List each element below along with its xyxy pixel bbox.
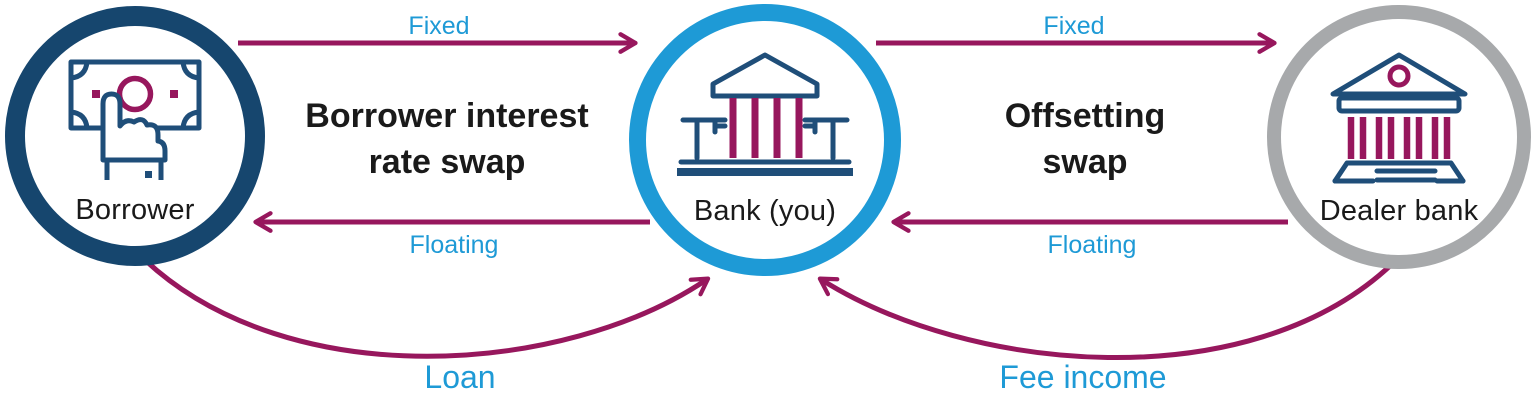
- borrower-swap-title-line2: rate swap: [368, 143, 526, 181]
- dealer-bank-icon: [1330, 52, 1468, 184]
- offsetting-swap-title-line2: swap: [1042, 143, 1128, 181]
- fixed-right-label: Fixed: [1043, 12, 1105, 40]
- offsetting-swap-title: Offsetting swap: [885, 93, 1285, 185]
- borrower-swap-title-line1: Borrower interest: [305, 97, 589, 135]
- money-in-hand-icon: [68, 59, 202, 180]
- bank-label: Bank (you): [693, 195, 837, 227]
- loan-arrow: [143, 258, 711, 359]
- borrower-label: Borrower: [75, 194, 195, 226]
- fee-income-label: Fee income: [999, 359, 1167, 395]
- dealer-bank-label: Dealer bank: [1319, 195, 1479, 227]
- floating-left-label: Floating: [409, 231, 499, 259]
- borrower-swap-title: Borrower interest rate swap: [247, 93, 647, 185]
- bank-node: Bank (you): [629, 4, 901, 276]
- borrower-node: Borrower: [5, 6, 265, 266]
- loan-label: Loan: [424, 359, 496, 395]
- bank-building-icon: [677, 52, 853, 176]
- fee-income-arrow: [817, 262, 1394, 360]
- fixed-left-label: Fixed: [408, 12, 470, 40]
- dealer-bank-node: Dealer bank: [1267, 5, 1531, 269]
- floating-right-label: Floating: [1047, 231, 1137, 259]
- offsetting-swap-title-line1: Offsetting: [1004, 97, 1166, 135]
